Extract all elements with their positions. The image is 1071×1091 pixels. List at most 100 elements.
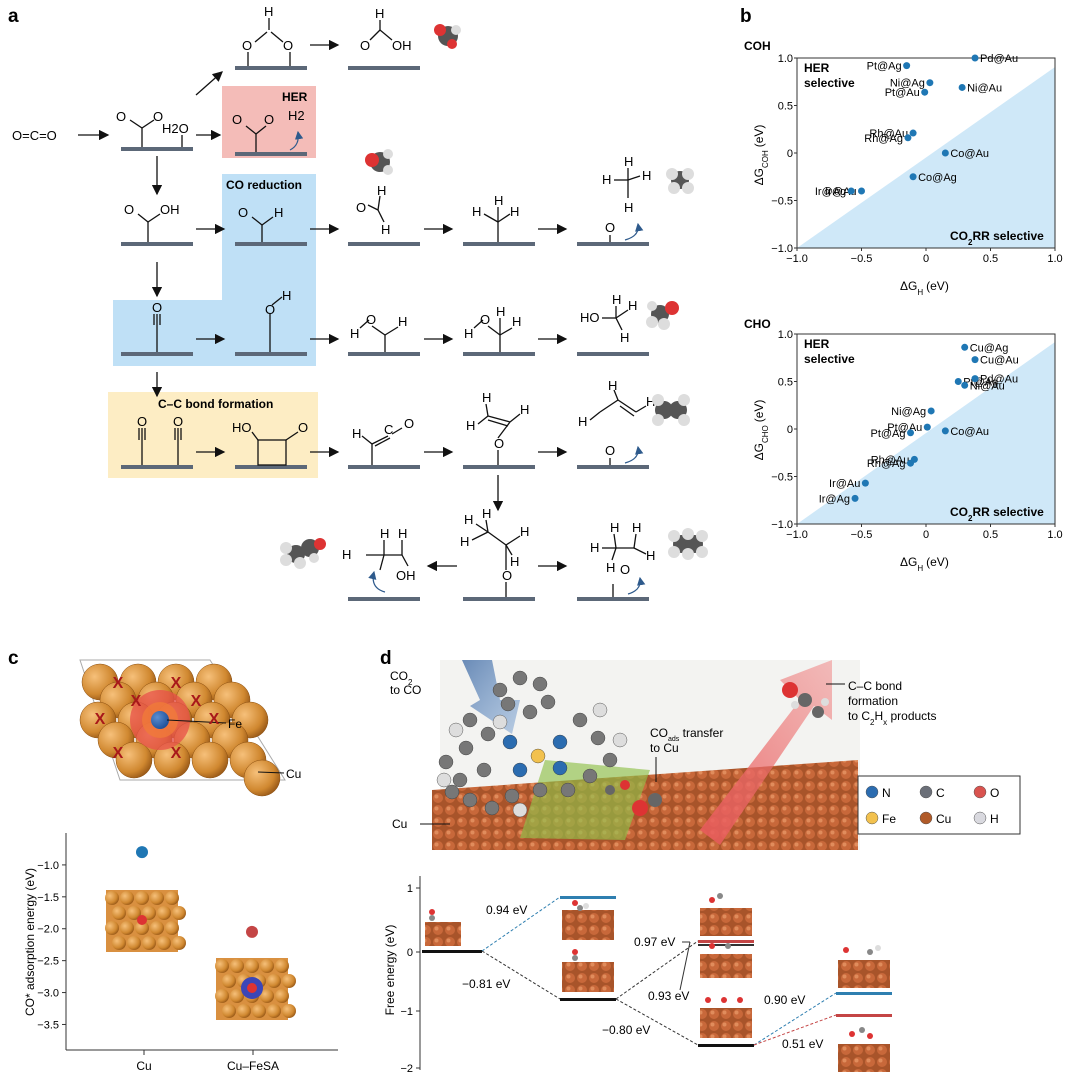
y-tick-label: −1.5 <box>37 892 59 904</box>
mof-atom <box>560 782 576 798</box>
inset-cu-atom <box>157 906 171 920</box>
inset-cu-atom <box>165 921 179 935</box>
methane-bonds <box>614 168 641 198</box>
formic-acid-h: H <box>375 6 384 21</box>
chart-coh-co2rr-region <box>797 67 1055 248</box>
coh-h: H <box>282 288 291 303</box>
cc-bond-label-1: C–C bond <box>848 679 902 693</box>
ethanol-h-left: H <box>342 547 351 562</box>
y-tick-label: 0 <box>407 947 413 959</box>
y-tick-label: −1.0 <box>771 519 793 531</box>
ring-o: O <box>298 420 308 435</box>
legend-label: O <box>990 786 999 800</box>
methyl-bonds <box>483 207 511 242</box>
scatter-point <box>907 429 915 437</box>
inset-cu-atom <box>237 1004 251 1018</box>
point-label: Ni@Au <box>970 380 1005 392</box>
h2coh-h-right: H <box>512 314 521 329</box>
scatter-point <box>851 494 859 502</box>
inset-cu-atom <box>112 906 126 920</box>
point-label: Ni@Au <box>967 82 1002 94</box>
co2-molecule: O=C=O <box>12 128 57 143</box>
mof-atom <box>512 802 528 818</box>
panel-label-d: d <box>380 648 392 669</box>
hcoh-h-left: H <box>350 326 359 341</box>
ethoxy-h-3: H <box>482 506 491 521</box>
co-chart-ticks: −1.0−1.5−2.0−2.5−3.0−3.5 <box>37 860 66 1031</box>
h2coh-bonds <box>473 318 513 352</box>
ethane-bonds <box>602 533 647 561</box>
mof-atom <box>436 772 452 788</box>
mof-atom <box>532 782 548 798</box>
cooh-oh: OH <box>160 202 180 217</box>
inset-cu-atom <box>127 936 141 950</box>
methane-h-right: H <box>642 168 651 183</box>
formaldehyde-h-bottom: H <box>381 222 390 237</box>
mof-atom <box>552 734 568 750</box>
blocked-site-x: X <box>113 675 124 692</box>
x-tick-label: 0.5 <box>983 529 998 541</box>
scatter-point <box>926 79 934 87</box>
inset-cu-atom <box>135 891 149 905</box>
ethoxy-h-2: H <box>464 512 473 527</box>
scatter-point <box>971 375 979 383</box>
co-chart-category-cu: Cu <box>136 1059 151 1073</box>
energy-label-7: 0.51 eV <box>782 1037 823 1051</box>
point-label: Rh@Au <box>869 128 908 140</box>
surface-o-2: O <box>605 443 615 458</box>
legend-label: C <box>936 786 945 800</box>
inset-cu-atom <box>215 989 229 1003</box>
inset-cu-atom <box>252 1004 266 1018</box>
cu-leader-line <box>257 771 285 774</box>
hcoh-o: O <box>366 312 376 327</box>
formaldehyde-model <box>365 149 393 175</box>
scatter-point <box>861 479 869 487</box>
cu-render-label: Cu <box>392 817 407 831</box>
y-tick-label: −0.5 <box>771 472 793 484</box>
point-label: Co@Au <box>950 148 989 160</box>
inset-cu-atom <box>142 936 156 950</box>
state-thumbnails <box>425 893 890 1072</box>
cu-atom-label: Cu <box>286 767 301 781</box>
inset-cu-atom <box>267 1004 281 1018</box>
energy-label-6: 0.90 eV <box>764 993 805 1007</box>
energy-label-3: 0.97 eV <box>634 935 675 949</box>
atom-legend <box>857 775 1021 835</box>
mof-atom <box>448 722 464 738</box>
scatter-point <box>909 173 917 181</box>
mof-atom <box>592 702 608 718</box>
x-tick-label: 0 <box>923 253 929 265</box>
blocked-site-x: X <box>191 693 202 710</box>
energy-label-5: −0.80 eV <box>602 1023 650 1037</box>
x-tick-label: 1.0 <box>1047 529 1062 541</box>
cufesa-surface-inset <box>215 958 296 1020</box>
formaldehyde-bonds <box>367 195 385 223</box>
blocked-site-x: X <box>131 693 142 710</box>
vinyloxy-h-top: H <box>482 390 491 405</box>
inset-cu-atom <box>230 989 244 1003</box>
chart-coh-co2rr-label: CO2RR selective <box>950 229 1044 247</box>
x-tick-label: −0.5 <box>851 253 873 265</box>
co-bonds <box>153 314 161 352</box>
formate-h: H <box>264 4 273 19</box>
inset-cu-atom <box>282 1004 296 1018</box>
ethane-release-arrow <box>627 576 646 595</box>
inset-cu-atom <box>222 1004 236 1018</box>
cho-o: O <box>238 205 248 220</box>
cc-bond-box-label: C–C bond formation <box>158 397 273 411</box>
panel-label-c: c <box>8 648 19 669</box>
inset-cu-atom <box>172 906 186 920</box>
surface-bars <box>121 66 649 601</box>
formic-acid-bonds <box>369 20 393 41</box>
ethane-h-2: H <box>610 520 619 535</box>
atom-o-2: O <box>153 109 163 124</box>
mof-atom <box>462 792 478 808</box>
methanol-h-top: H <box>612 292 621 307</box>
mof-atom <box>582 768 598 784</box>
y-tick-label: 0 <box>787 424 793 436</box>
scatter-point <box>927 407 935 415</box>
point-label: Rh@Ag <box>864 133 903 145</box>
scatter-point <box>958 83 966 91</box>
